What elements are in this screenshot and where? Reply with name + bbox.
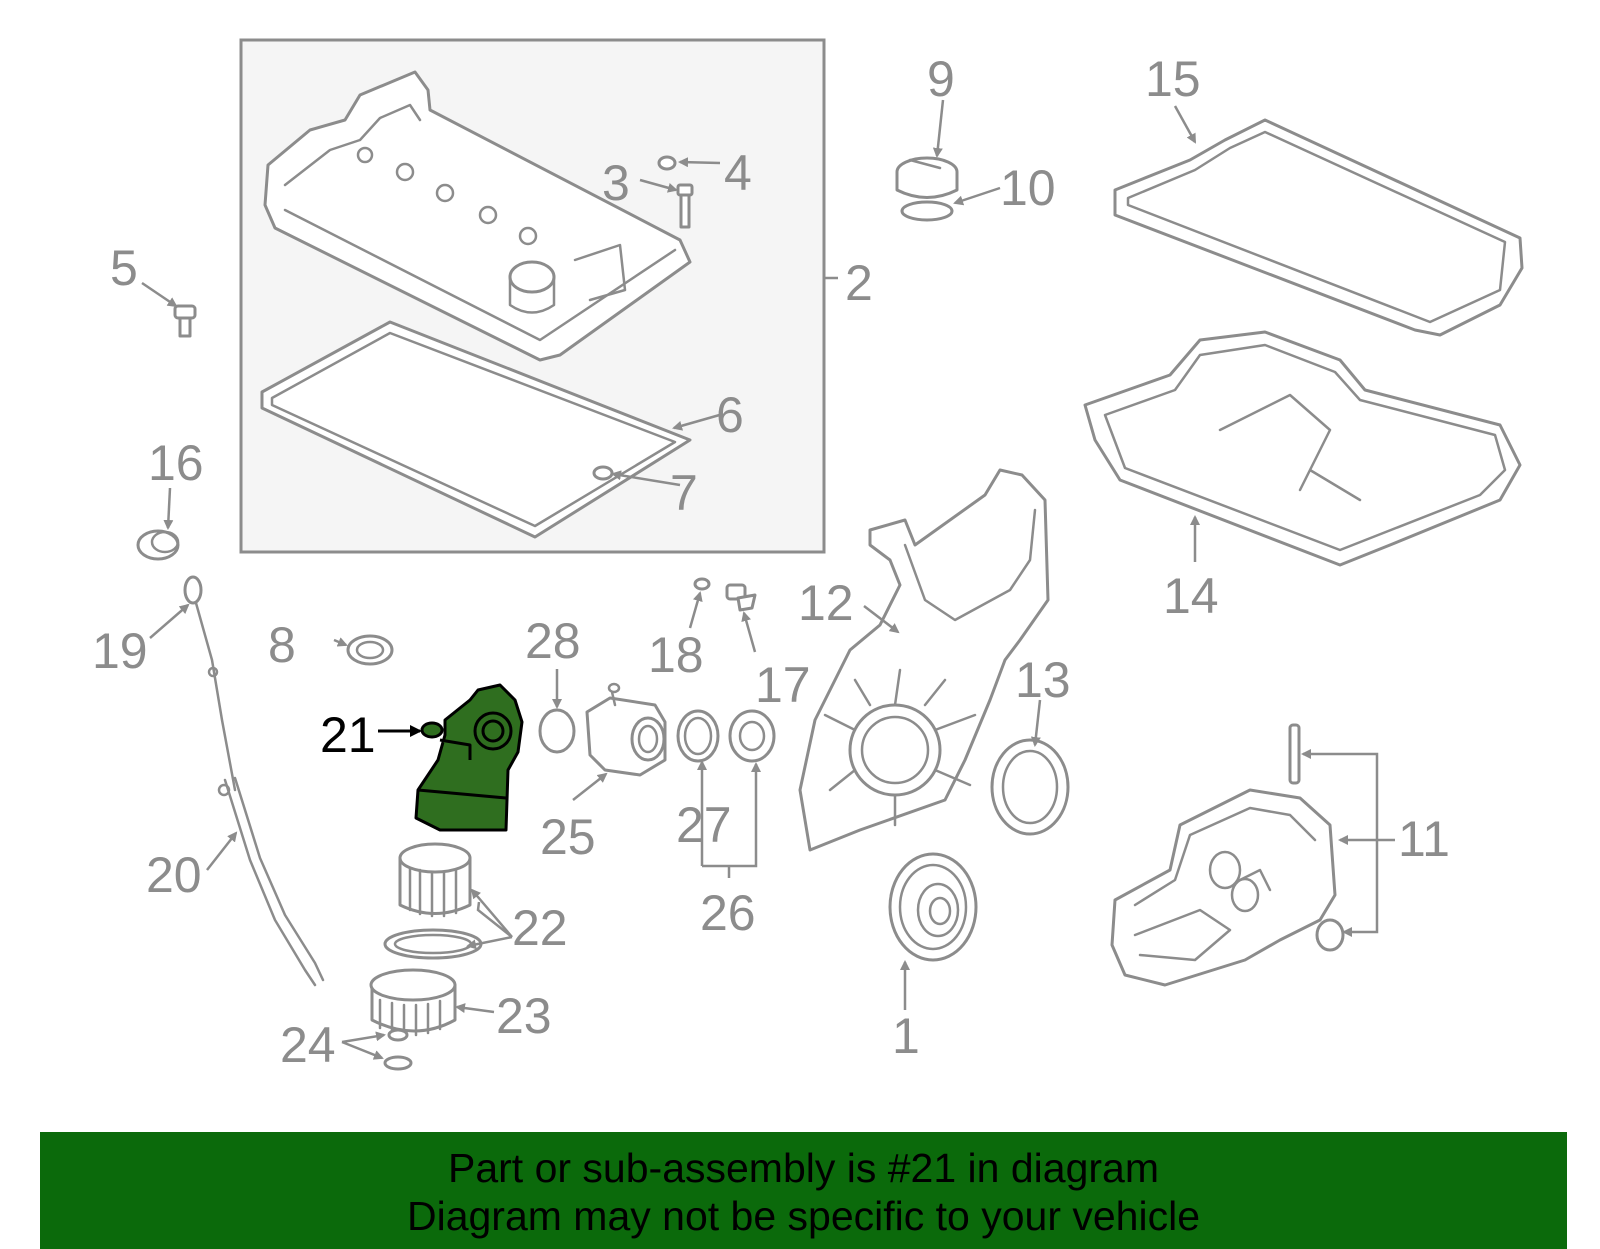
callout-19: 19 xyxy=(92,623,148,679)
callout-15: 15 xyxy=(1145,51,1201,107)
valve-cover-gasket-part xyxy=(260,320,692,539)
callout-1: 1 xyxy=(892,1008,920,1064)
callout-25: 25 xyxy=(540,809,596,865)
bolt-5-part xyxy=(173,304,197,338)
callout-14: 14 xyxy=(1163,568,1219,624)
oil-pan-part xyxy=(1083,330,1522,567)
callout-16: 16 xyxy=(148,435,204,491)
oil-pan-gasket-part xyxy=(1113,118,1524,337)
seal-26-part xyxy=(728,709,776,763)
oil-pressure-switch-part xyxy=(725,583,757,612)
cover-assembly-11-part xyxy=(1110,723,1345,987)
callout-10: 10 xyxy=(1000,160,1056,216)
filter-cap-part xyxy=(369,968,457,1037)
seals-24-part xyxy=(383,1028,413,1071)
bolt-3-part xyxy=(676,183,694,229)
callout-8: 8 xyxy=(268,617,296,673)
plug-16-part xyxy=(136,529,180,561)
oil-filler-cap-part xyxy=(895,156,959,199)
dipstick-part xyxy=(183,575,237,792)
callout-7: 7 xyxy=(670,465,698,521)
callout-28: 28 xyxy=(525,613,581,669)
valve-cover-part xyxy=(263,70,692,362)
callout-24: 24 xyxy=(280,1017,336,1073)
oil-filter-housing-part-21 xyxy=(414,683,524,832)
seal-18-part xyxy=(693,577,711,591)
o-ring-28-part xyxy=(538,708,576,754)
seal-7-part xyxy=(592,465,614,481)
callout-17: 17 xyxy=(755,657,811,713)
callout-26: 26 xyxy=(700,885,756,941)
callout-labels: 1 2 3 4 5 6 7 8 9 10 11 12 13 14 15 16 1… xyxy=(92,51,1450,1073)
callout-4: 4 xyxy=(724,145,752,201)
callout-9: 9 xyxy=(927,51,955,107)
callout-21: 21 xyxy=(320,707,376,763)
callout-3: 3 xyxy=(602,155,630,211)
info-banner: Part or sub-assembly is #21 in diagram D… xyxy=(40,1132,1567,1249)
callout-23: 23 xyxy=(496,988,552,1044)
banner-line-part-number: Part or sub-assembly is #21 in diagram xyxy=(448,1145,1159,1191)
callout-22: 22 xyxy=(512,900,568,956)
callout-12: 12 xyxy=(798,575,854,631)
leader-lines xyxy=(141,99,1395,1060)
callout-18: 18 xyxy=(648,627,704,683)
callout-13: 13 xyxy=(1015,652,1071,708)
seal-13-part xyxy=(990,738,1070,836)
dipstick-tube-part xyxy=(217,776,325,987)
oil-cooler-part xyxy=(585,682,667,777)
callout-6: 6 xyxy=(716,387,744,443)
callout-20: 20 xyxy=(146,847,202,903)
callout-2: 2 xyxy=(845,255,873,311)
callout-5: 5 xyxy=(110,240,138,296)
grommet-4-part xyxy=(657,155,677,171)
callout-27: 27 xyxy=(676,797,732,853)
banner-line-disclaimer: Diagram may not be specific to your vehi… xyxy=(406,1193,1200,1239)
callout-11: 11 xyxy=(1398,811,1450,867)
seal-8-part xyxy=(346,634,394,666)
cap-seal-10-part xyxy=(900,200,954,222)
timing-cover-part xyxy=(798,468,1050,852)
oil-filter-part xyxy=(383,842,483,960)
crankshaft-pulley-part xyxy=(888,852,978,962)
seal-27-part xyxy=(676,709,720,763)
